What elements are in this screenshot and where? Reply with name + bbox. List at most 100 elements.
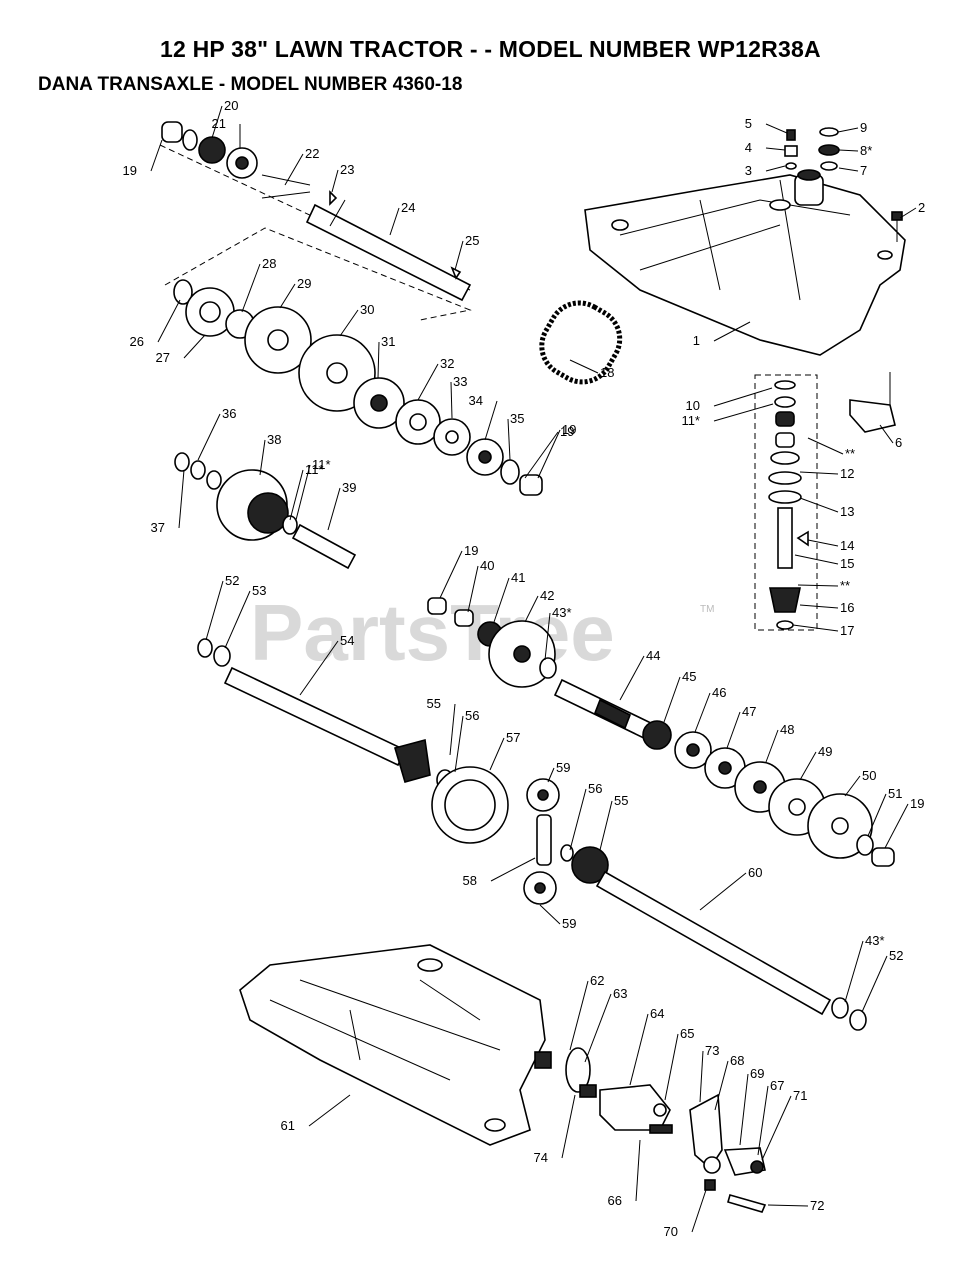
key-25 [450, 266, 462, 280]
part-callout: 11* [312, 457, 331, 472]
callout-leader [629, 1013, 649, 1086]
callout-leader [493, 577, 510, 623]
part-callout: 4 [745, 140, 752, 155]
callout-leader [377, 341, 380, 379]
shift-assembly-box [754, 374, 818, 631]
part-callout: 6 [895, 435, 902, 450]
top-shaft-group [161, 121, 258, 179]
part-callout: 65 [680, 1026, 694, 1041]
part-callout: 52 [225, 573, 239, 588]
part-callout: 23 [340, 162, 354, 177]
callout-leader [797, 584, 839, 587]
part-callout: 13 [840, 504, 854, 519]
part-callout: 16 [840, 600, 854, 615]
callout-leader [569, 788, 587, 851]
part-callout: 68 [730, 1053, 744, 1068]
gear-cluster-38 [174, 452, 357, 570]
part-callout: 48 [780, 722, 794, 737]
callout-leader [205, 580, 224, 641]
gear-row-middle [427, 597, 657, 742]
part-callout: 32 [440, 356, 454, 371]
callout-leader [799, 751, 817, 781]
callout-leader [284, 153, 304, 186]
guide-dash-1 [164, 227, 472, 321]
part-callout: 36 [222, 406, 236, 421]
callout-leader [699, 1050, 704, 1103]
callout-leader [726, 711, 741, 749]
callout-leader [484, 400, 498, 441]
callout-leader [211, 105, 223, 139]
callout-leader [879, 424, 894, 444]
part-callout: 50 [862, 768, 876, 783]
part-callout: 73 [705, 1043, 719, 1058]
cap-parts-7-9 [818, 127, 840, 171]
part-callout: 19 [464, 543, 478, 558]
callout-leader [761, 1095, 792, 1161]
part-callout: ** [845, 446, 855, 461]
gear-row-upper [173, 279, 543, 496]
callout-leader [524, 595, 539, 623]
callout-leader [308, 1094, 351, 1127]
callout-leader [178, 469, 185, 529]
part-callout: 67 [770, 1078, 784, 1093]
callout-leader [767, 1204, 809, 1207]
part-callout: 34 [469, 393, 483, 408]
part-callout: 56 [588, 781, 602, 796]
callout-leader [844, 940, 864, 1003]
part-callout: 19 [562, 422, 576, 437]
part-callout: 43* [552, 605, 572, 620]
part-callout: ** [840, 578, 850, 593]
callout-leader [331, 169, 339, 193]
part-callout: 8* [860, 143, 872, 158]
callout-leader [799, 604, 839, 609]
part-callout: 1 [693, 333, 700, 348]
callout-leader [197, 413, 221, 461]
callout-leader [838, 149, 859, 152]
part-callout: 18 [600, 365, 614, 380]
callout-leader [699, 872, 747, 911]
bracket-6 [849, 372, 896, 433]
key-23 [329, 190, 338, 206]
brake-assembly [534, 1047, 767, 1213]
callout-leader [691, 1189, 707, 1233]
callout-leader [539, 904, 561, 925]
vent-parts-3-5 [784, 129, 798, 170]
callout-leader [439, 550, 463, 599]
callout-leader [339, 309, 359, 337]
callout-leader [295, 464, 311, 521]
callout-leader [449, 703, 456, 756]
part-callout: 60 [748, 865, 762, 880]
callout-leader [524, 431, 559, 479]
part-callout: 52 [889, 948, 903, 963]
part-callout: 74 [534, 1150, 548, 1165]
shift-assembly [768, 380, 809, 630]
callout-leader [183, 334, 206, 359]
callout-leader [739, 1073, 749, 1146]
shaft-24 [305, 199, 472, 302]
part-callout: 59 [556, 760, 570, 775]
part-callout: 29 [297, 276, 311, 291]
part-callout: 28 [262, 256, 276, 271]
part-callout: 12 [840, 466, 854, 481]
part-callout: 35 [510, 411, 524, 426]
callout-leader [837, 127, 859, 133]
callout-leader [584, 993, 612, 1063]
bolt-2 [891, 211, 903, 242]
callout-leader [450, 381, 453, 419]
part-callout: 62 [590, 973, 604, 988]
part-callout: 39 [342, 480, 356, 495]
callout-leader [867, 793, 887, 837]
callout-leader [765, 165, 786, 172]
callout-leader [289, 469, 304, 521]
callout-leader [807, 437, 844, 455]
part-callout: 19 [560, 424, 574, 439]
part-callout: 45 [682, 669, 696, 684]
part-callout: 24 [401, 200, 415, 215]
part-callout: 2 [918, 200, 925, 215]
callout-leader [279, 283, 296, 309]
callout-leader [547, 767, 555, 783]
upper-housing [584, 169, 906, 356]
callout-leader [417, 363, 439, 401]
watermark-tm: TM [700, 604, 714, 615]
